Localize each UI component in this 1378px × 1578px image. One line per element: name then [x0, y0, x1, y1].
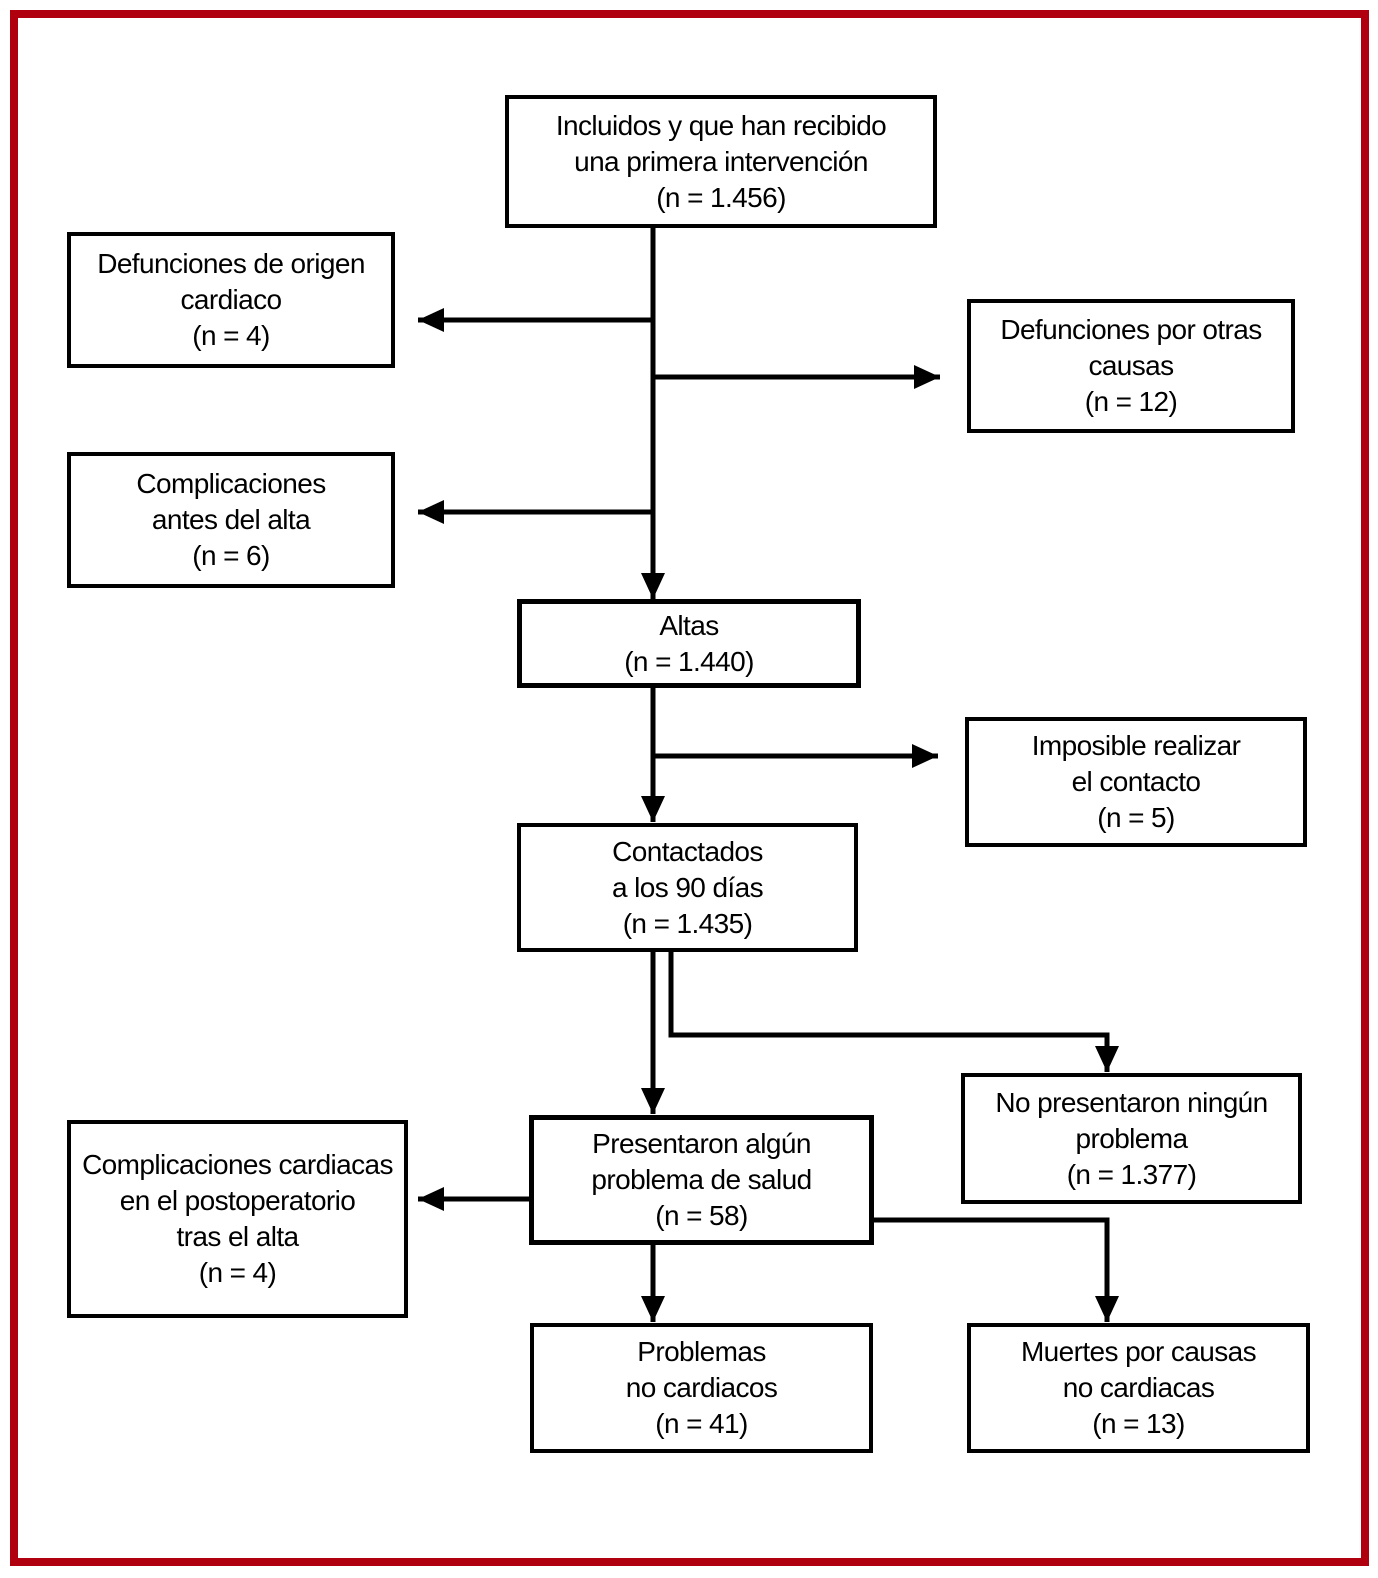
node-muertes-no-cardiacas: Muertes por causas no cardiacas (n = 13): [967, 1323, 1310, 1453]
node-defunciones-otras-causas-label: Defunciones por otras causas (n = 12): [1000, 314, 1262, 417]
node-complicaciones-antes-alta: Complicaciones antes del alta (n = 6): [67, 452, 395, 588]
edge-presentaron-muertes: [873, 1217, 1119, 1322]
node-complicaciones-cardiacas-postoperatorio-label: Complicaciones cardiacas en el postopera…: [82, 1149, 393, 1288]
node-no-presentaron-problema-label: No presentaron ningún problema (n = 1.37…: [995, 1086, 1268, 1190]
node-presentaron-problema-label: Presentaron algún problema de salud (n =…: [591, 1128, 812, 1231]
node-defunciones-otras-causas: Defunciones por otras causas (n = 12): [967, 299, 1295, 433]
node-incluidos-label: Incluidos y que han recibido una primera…: [555, 109, 887, 213]
node-defunciones-origen-cardiaco: Defunciones de origen cardiaco (n = 4): [67, 232, 395, 368]
edge-contactados-no-presentaron: [668, 952, 1119, 1072]
node-altas-label: Altas (n = 1.440): [624, 609, 754, 677]
figure-frame: [10, 10, 1369, 1566]
node-complicaciones-antes-alta-label: Complicaciones antes del alta (n = 6): [136, 468, 326, 571]
node-contactados-90-dias: Contactados a los 90 días (n = 1.435): [517, 823, 858, 952]
node-no-presentaron-problema: No presentaron ningún problema (n = 1.37…: [961, 1073, 1302, 1204]
node-problemas-no-cardiacos: Problemas no cardiacos (n = 41): [530, 1323, 873, 1453]
node-contactados-90-dias-label: Contactados a los 90 días (n = 1.435): [612, 835, 764, 939]
node-altas: Altas (n = 1.440): [517, 599, 861, 688]
node-imposible-contacto: Imposible realizar el contacto (n = 5): [965, 717, 1307, 847]
node-problemas-no-cardiacos-label: Problemas no cardiacos (n = 41): [625, 1336, 778, 1439]
node-complicaciones-cardiacas-postoperatorio: Complicaciones cardiacas en el postopera…: [67, 1120, 408, 1318]
node-defunciones-origen-cardiaco-label: Defunciones de origen cardiaco (n = 4): [97, 248, 365, 351]
node-incluidos: Incluidos y que han recibido una primera…: [505, 95, 937, 228]
node-presentaron-problema: Presentaron algún problema de salud (n =…: [529, 1115, 874, 1245]
node-muertes-no-cardiacas-label: Muertes por causas no cardiacas (n = 13): [1020, 1336, 1257, 1439]
node-imposible-contacto-label: Imposible realizar el contacto (n = 5): [1031, 730, 1241, 833]
